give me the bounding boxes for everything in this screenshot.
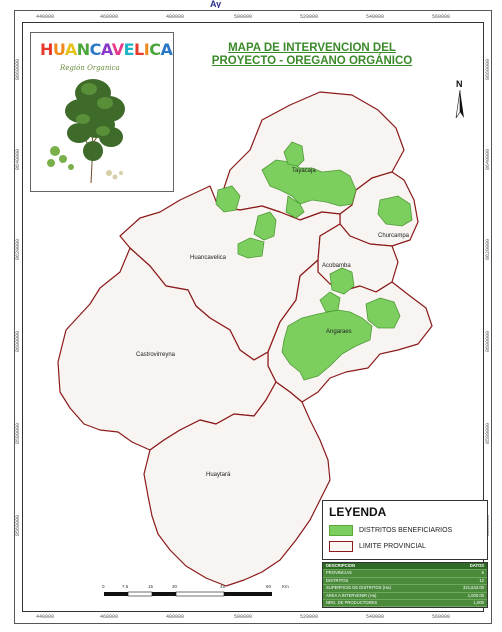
brand-letter: V [111, 40, 124, 59]
coord-bottom-5: 520000 [300, 614, 319, 620]
stats-cell-value: 12 [441, 577, 487, 586]
table-row: AREA A INTERVENIR (Ha) 1,000.00 [323, 592, 487, 601]
scale-bar-graphic [104, 591, 272, 597]
scale-label-3: 30 [172, 584, 178, 589]
coord-bottom-3: 480000 [166, 614, 185, 620]
province-huaytara [143, 381, 331, 587]
stats-table: DESCRIPCION DATOS PROVINCIAS 5 DISTRITOS… [322, 562, 488, 608]
label-tayacaja: Tayacaja [292, 168, 316, 174]
stats-header-desc: DESCRIPCION [323, 563, 442, 571]
brand-letter: N [76, 40, 90, 59]
scale-label-2: 15 [148, 584, 154, 589]
stats-cell-value: 1,000.00 [441, 592, 487, 601]
legend-item-province-limit: LIMITE PROVINCIAL [329, 541, 426, 552]
scale-label-1: 7.5 [122, 584, 129, 589]
legend-item-districts: DISTRITOS BENEFICIARIOS [329, 525, 452, 536]
stats-cell-label: AREA A INTERVENIR (Ha) [323, 592, 442, 601]
label-acobamba: Acobamba [322, 263, 351, 269]
logo-box [30, 32, 174, 192]
north-label: N [456, 79, 463, 89]
coord-top-2: 460000 [100, 14, 119, 20]
scale-bar: 0 7.5 15 30 45 60 Km [100, 584, 300, 600]
district-acobamba [329, 267, 355, 295]
district-tayacaja-2 [283, 141, 305, 167]
stats-cell-label: PROVINCIAS [323, 569, 442, 578]
table-row: PROVINCIAS 5 [323, 569, 487, 578]
coord-top-1: 440000 [36, 14, 55, 20]
brand-letter: C [149, 40, 161, 59]
coord-bottom-6: 540000 [366, 614, 385, 620]
legend-swatch-districts [329, 525, 353, 536]
oregano-plant-image [47, 79, 125, 184]
table-row: NRO. DE PRODUCTORES 1,000 [323, 599, 487, 608]
map-title-line1: MAPA DE INTERVENCION DEL [228, 42, 396, 54]
district-angaraes-2 [365, 297, 401, 329]
brand-letter: I [143, 40, 150, 59]
brand-letter: U [52, 40, 66, 59]
brand-subtitle: Región Organica [60, 64, 120, 72]
map-title-line2: PROYECTO - OREGANO ORGÁNICO [211, 55, 413, 67]
label-castrovirreyna: Castrovirreyna [136, 352, 176, 358]
district-churcampa [377, 195, 413, 227]
legend-swatch-province [329, 541, 353, 552]
brand-letter: A [160, 40, 173, 59]
scale-label-unit: Km [282, 584, 289, 589]
stats-cell-value: 1,000 [441, 599, 487, 608]
coord-top-6: 540000 [366, 14, 385, 20]
stats-cell-value: 5 [441, 569, 487, 578]
label-huaytara: Huaytará [206, 472, 231, 478]
scale-label-5: 60 [266, 584, 272, 589]
legend-label-districts: DISTRITOS BENEFICIARIOS [359, 527, 453, 534]
district-angaraes-3 [319, 291, 341, 313]
stats-cell-label: DISTRITOS [323, 577, 442, 586]
map-title: MAPA DE INTERVENCION DEL PROYECTO - OREG… [182, 42, 442, 68]
coord-top-7: 560000 [432, 14, 451, 20]
stats-cell-label: SUPERFICIE DE DISTRITOS (Ha) [323, 584, 442, 593]
scale-label-4: 45 [220, 584, 226, 589]
brand-letter: E [123, 40, 135, 59]
coord-bottom-7: 560000 [432, 614, 451, 620]
label-huancavelica: Huancavelica [190, 255, 227, 261]
table-row: SUPERFICIE DE DISTRITOS (Ha) 321,643.00 [323, 584, 487, 593]
brand-letter: H [40, 40, 53, 59]
district-tayacaja-1 [261, 159, 357, 207]
stats-header-row: DESCRIPCION DATOS [323, 563, 487, 571]
brand-letter: C [89, 40, 102, 59]
brand-letter: L [134, 40, 144, 59]
north-arrow-icon: N [455, 79, 464, 119]
district-huancavelica-3 [237, 237, 265, 259]
district-huancavelica-2 [253, 211, 277, 241]
legend-box: LEYENDA DISTRITOS BENEFICIARIOS LIMITE P… [322, 500, 488, 560]
header-fragment: Ay [210, 0, 222, 8]
coord-top-3: 480000 [166, 14, 185, 20]
scale-label-0: 0 [102, 584, 105, 589]
brand-logo: HUANCAVELICA [40, 40, 173, 59]
stats-cell-value: 321,643.00 [441, 584, 487, 593]
brand-letter: A [64, 40, 77, 59]
label-angaraes: Angaraes [326, 329, 352, 335]
coord-bottom-2: 460000 [100, 614, 119, 620]
coord-bottom-4: 500000 [234, 614, 253, 620]
legend-title: LEYENDA [329, 505, 387, 519]
coord-top-4: 500000 [234, 14, 253, 20]
district-huancavelica-1 [215, 185, 241, 213]
table-row: DISTRITOS 12 [323, 577, 487, 586]
stats-header-data: DATOS [441, 563, 487, 571]
brand-letter: A [100, 40, 112, 59]
coord-top-5: 520000 [300, 14, 319, 20]
stats-cell-label: NRO. DE PRODUCTORES [323, 599, 442, 608]
coord-bottom-1: 440000 [36, 614, 55, 620]
district-tayacaja-3 [285, 195, 305, 219]
label-churcampa: Churcampa [378, 233, 410, 239]
legend-label-province: LIMITE PROVINCIAL [359, 543, 426, 550]
